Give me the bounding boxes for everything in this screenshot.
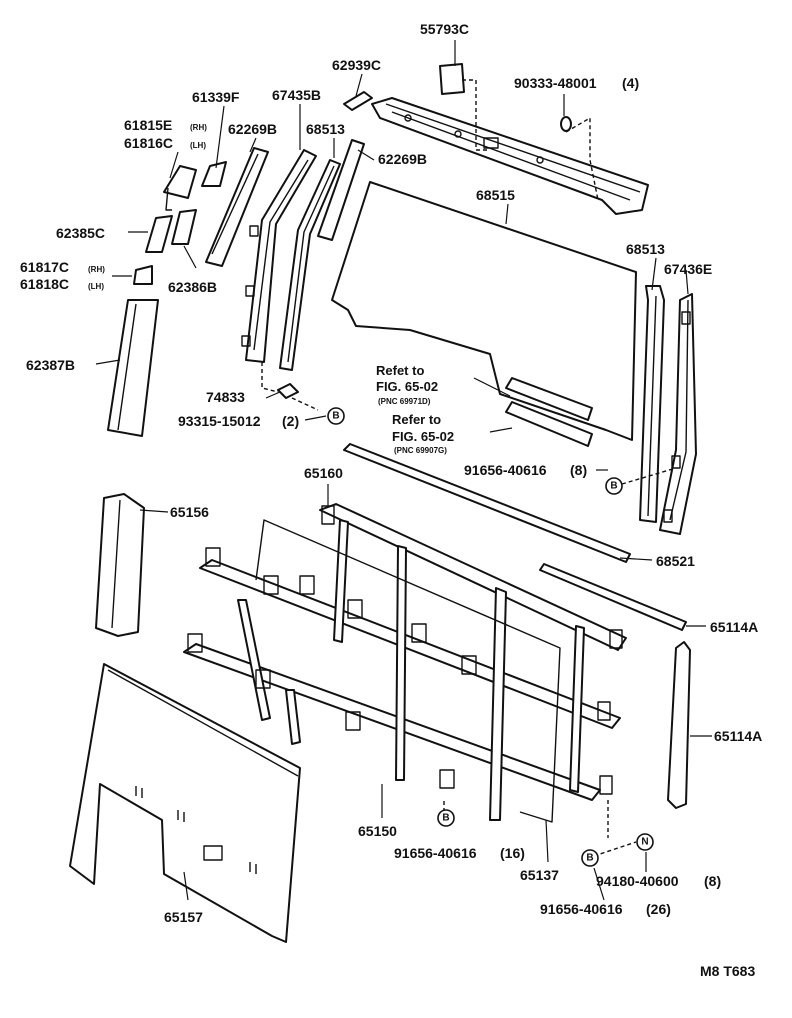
leader-lines xyxy=(95,40,712,901)
pillar-68513-right xyxy=(639,285,665,523)
svg-text:B: B xyxy=(442,813,449,824)
label-65137: 65137 xyxy=(520,867,559,883)
clip-74833 xyxy=(277,383,299,399)
ref2-pnc: (PNC 69907G) xyxy=(394,446,447,455)
strip-68521 xyxy=(343,443,631,563)
label-91656-b-qty: (16) xyxy=(500,845,525,861)
svg-text:B: B xyxy=(586,853,593,864)
cover-62386B xyxy=(171,209,197,245)
label-62385C: 62385C xyxy=(56,225,105,241)
pad-62939C xyxy=(343,91,373,111)
bolt-marker-4: B xyxy=(581,849,599,867)
side-panel-65156 xyxy=(95,493,145,637)
pillar-68513-left xyxy=(279,159,341,371)
label-94180-qty: (8) xyxy=(704,873,721,889)
label-91656-c-qty: (26) xyxy=(646,901,671,917)
label-68521: 68521 xyxy=(656,553,695,569)
cover-61815E xyxy=(163,165,197,211)
roof-header-rail xyxy=(371,97,649,215)
ref1-title: Refet to xyxy=(376,363,424,378)
cover-62385C xyxy=(145,215,173,253)
bolt-marker-2: B xyxy=(605,477,623,495)
back-glass-68515 xyxy=(331,181,637,441)
label-62386B: 62386B xyxy=(168,279,217,295)
bolt-marker-3: B xyxy=(437,809,455,827)
label-93315-qty: (2) xyxy=(282,413,299,429)
label-68513-left: 68513 xyxy=(306,121,345,137)
label-61339F: 61339F xyxy=(192,89,240,105)
svg-text:B: B xyxy=(610,481,617,492)
label-65114A-side: 65114A xyxy=(714,728,762,744)
label-62387B: 62387B xyxy=(26,357,75,373)
label-61816C: 61816C xyxy=(124,135,173,151)
label-93315-15012: 93315-15012 xyxy=(178,413,261,429)
label-90333-qty: (4) xyxy=(622,75,639,91)
part-labels: 55793C 62939C 90333-48001 (4) 61339F 674… xyxy=(20,21,762,979)
pillar-trim-62269B-right xyxy=(317,139,365,241)
nut-marker: N xyxy=(636,833,654,851)
label-62939C: 62939C xyxy=(332,57,381,73)
label-61818C-side: (LH) xyxy=(88,282,104,291)
pillar-67435B xyxy=(241,149,317,363)
pillar-67436E xyxy=(659,293,697,535)
label-91656-40616-a: 91656-40616 xyxy=(464,462,547,478)
clip-55793C xyxy=(439,63,465,95)
label-61817C-side: (RH) xyxy=(88,265,105,274)
label-65156: 65156 xyxy=(170,504,209,520)
frame-65150 xyxy=(183,503,627,821)
label-91656-40616-b: 91656-40616 xyxy=(394,845,477,861)
ref1-pnc: (PNC 69971D) xyxy=(378,397,431,406)
label-91656-a-qty: (8) xyxy=(570,462,587,478)
label-68513-right: 68513 xyxy=(626,241,665,257)
label-91656-40616-c: 91656-40616 xyxy=(540,901,623,917)
cover-61339F xyxy=(201,161,227,187)
label-61818C: 61818C xyxy=(20,276,69,292)
label-55793C: 55793C xyxy=(420,21,469,37)
label-65157: 65157 xyxy=(164,909,203,925)
inner-panel-65137 xyxy=(255,519,561,823)
bolt-marker-1: B xyxy=(327,407,345,425)
weatherstrip-lower xyxy=(505,401,593,447)
pillar-trim-62269B-left xyxy=(205,147,269,267)
strip-65114A-side xyxy=(667,641,691,809)
weatherstrip-upper xyxy=(505,377,593,421)
clip-90333-48001 xyxy=(560,116,572,132)
label-94180-40600: 94180-40600 xyxy=(596,873,679,889)
label-65114A-upper: 65114A xyxy=(710,619,758,635)
strip-65114A-upper xyxy=(539,563,687,631)
label-74833: 74833 xyxy=(206,389,245,405)
svg-text:B: B xyxy=(332,411,339,422)
label-61815E: 61815E xyxy=(124,117,172,133)
clip-61817C xyxy=(133,265,153,285)
ref1-fig: FIG. 65-02 xyxy=(376,379,438,394)
label-61817C: 61817C xyxy=(20,259,69,275)
diagram-code: M8 T683 xyxy=(700,963,755,979)
ref2-title: Refer to xyxy=(392,412,441,427)
label-67436E: 67436E xyxy=(664,261,712,277)
pillar-trim-62387B xyxy=(107,299,159,437)
svg-text:N: N xyxy=(641,837,648,848)
label-65160: 65160 xyxy=(304,465,343,481)
label-62269B-right: 62269B xyxy=(378,151,427,167)
label-62269B-left: 62269B xyxy=(228,121,277,137)
label-68515: 68515 xyxy=(476,187,515,203)
label-61815E-side: (RH) xyxy=(190,123,207,132)
label-67435B: 67435B xyxy=(272,87,321,103)
label-90333-48001: 90333-48001 xyxy=(514,75,597,91)
label-61816C-side: (LH) xyxy=(190,141,206,150)
label-65150: 65150 xyxy=(358,823,397,839)
trim-panel-65157 xyxy=(69,663,301,943)
ref2-fig: FIG. 65-02 xyxy=(392,429,454,444)
